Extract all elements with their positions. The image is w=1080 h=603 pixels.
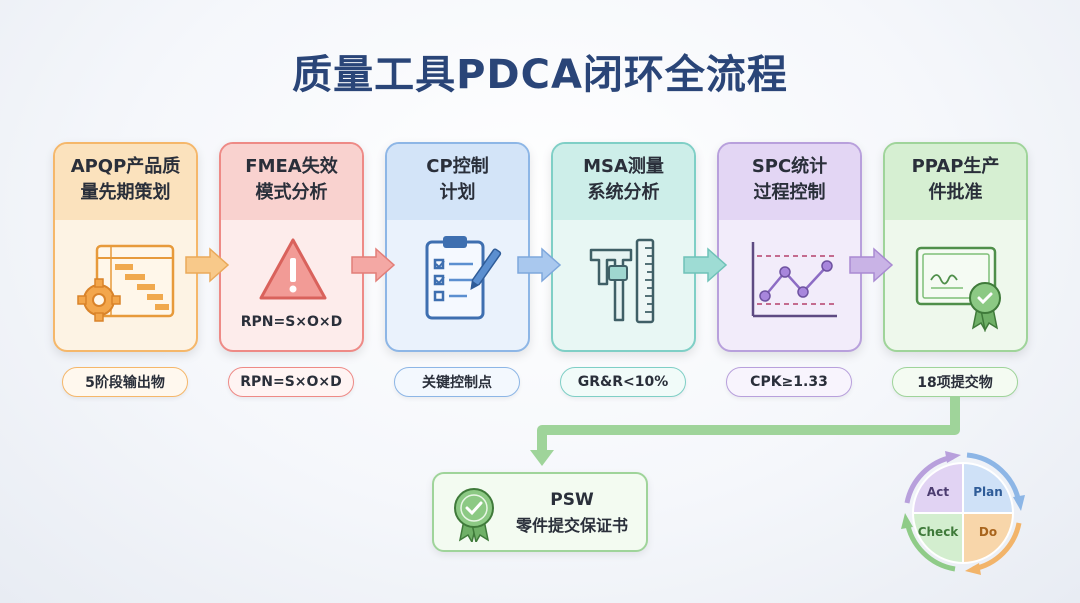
arrow-right-icon bbox=[683, 247, 728, 283]
step-card-spc: SPC统计 过程控制 bbox=[717, 142, 862, 352]
step-title-line2: 过程控制 bbox=[753, 182, 826, 203]
step-card-msa: MSA测量 系统分析 bbox=[551, 142, 696, 352]
step-title-line1: MSA测量 bbox=[583, 156, 664, 177]
step-pill-ppap: 18项提交物 bbox=[892, 367, 1018, 397]
pdca-label-plan: Plan bbox=[973, 485, 1003, 499]
step-card-header: PPAP生产 件批准 bbox=[885, 144, 1026, 220]
badge-check-icon bbox=[454, 488, 494, 542]
pdca-quadrant-check bbox=[911, 512, 964, 565]
step-pill-msa: GR&R<10% bbox=[560, 367, 686, 397]
step-card-cp: CP控制 计划 bbox=[385, 142, 530, 352]
step-pill-apqp: 5阶段输出物 bbox=[62, 367, 188, 397]
step-title-line1: PPAP生产 bbox=[911, 156, 1000, 177]
step-title-line1: FMEA失效 bbox=[245, 156, 338, 177]
warning-icon bbox=[259, 238, 327, 300]
step-card-apqp: APQP产品质 量先期策划 bbox=[53, 142, 198, 352]
psw-box: PSW 零件提交保证书 bbox=[432, 472, 648, 552]
step-title-line2: 系统分析 bbox=[587, 182, 660, 203]
step-pill-cp: 关键控制点 bbox=[394, 367, 520, 397]
step-card-header: APQP产品质 量先期策划 bbox=[55, 144, 196, 220]
connector-arrow bbox=[530, 396, 960, 466]
step-pill-spc: CPK≥1.33 bbox=[726, 367, 852, 397]
arrow-right-icon bbox=[517, 247, 562, 283]
step-card-header: SPC统计 过程控制 bbox=[719, 144, 860, 220]
certificate-icon bbox=[915, 246, 1001, 333]
step-card-header: MSA测量 系统分析 bbox=[553, 144, 694, 220]
step-card-fmea: FMEA失效 模式分析 RPN=S×O×D bbox=[219, 142, 364, 352]
psw-title: PSW bbox=[550, 490, 594, 510]
rpn-formula: RPN=S×O×D bbox=[240, 314, 343, 330]
arrow-right-icon bbox=[849, 247, 894, 283]
step-pill-fmea: RPN=S×O×D bbox=[228, 367, 354, 397]
pdca-label-act: Act bbox=[927, 485, 949, 499]
step-title-line2: 计划 bbox=[439, 182, 476, 203]
pdca-quadrant-do bbox=[962, 512, 1015, 565]
pdca-cycle-diagram: Act Plan Check Do bbox=[901, 451, 1025, 575]
pdca-quadrant-plan bbox=[962, 461, 1015, 514]
step-card-ppap: PPAP生产 件批准 bbox=[883, 142, 1028, 352]
psw-subtitle: 零件提交保证书 bbox=[515, 516, 628, 535]
control-chart-icon bbox=[751, 242, 837, 318]
pdca-label-do: Do bbox=[979, 525, 997, 539]
step-title-line2: 量先期策划 bbox=[80, 182, 171, 203]
step-card-header: CP控制 计划 bbox=[387, 144, 528, 220]
page-title: 质量工具PDCA闭环全流程 bbox=[292, 52, 788, 98]
pdca-quadrant-act bbox=[911, 461, 964, 514]
pdca-label-check: Check bbox=[918, 525, 960, 539]
step-title-line1: APQP产品质 bbox=[70, 156, 181, 177]
arrow-right-icon bbox=[351, 247, 396, 283]
gantt-gear-icon bbox=[77, 244, 175, 322]
step-title-line2: 件批准 bbox=[928, 182, 983, 203]
clipboard-checklist-icon bbox=[425, 236, 502, 320]
arrow-right-icon bbox=[185, 247, 230, 283]
step-card-header: FMEA失效 模式分析 bbox=[221, 144, 362, 220]
caliper-ruler-icon bbox=[589, 238, 655, 324]
step-title-line1: SPC统计 bbox=[751, 156, 828, 177]
step-title-line1: CP控制 bbox=[426, 156, 489, 177]
step-title-line2: 模式分析 bbox=[255, 182, 328, 203]
